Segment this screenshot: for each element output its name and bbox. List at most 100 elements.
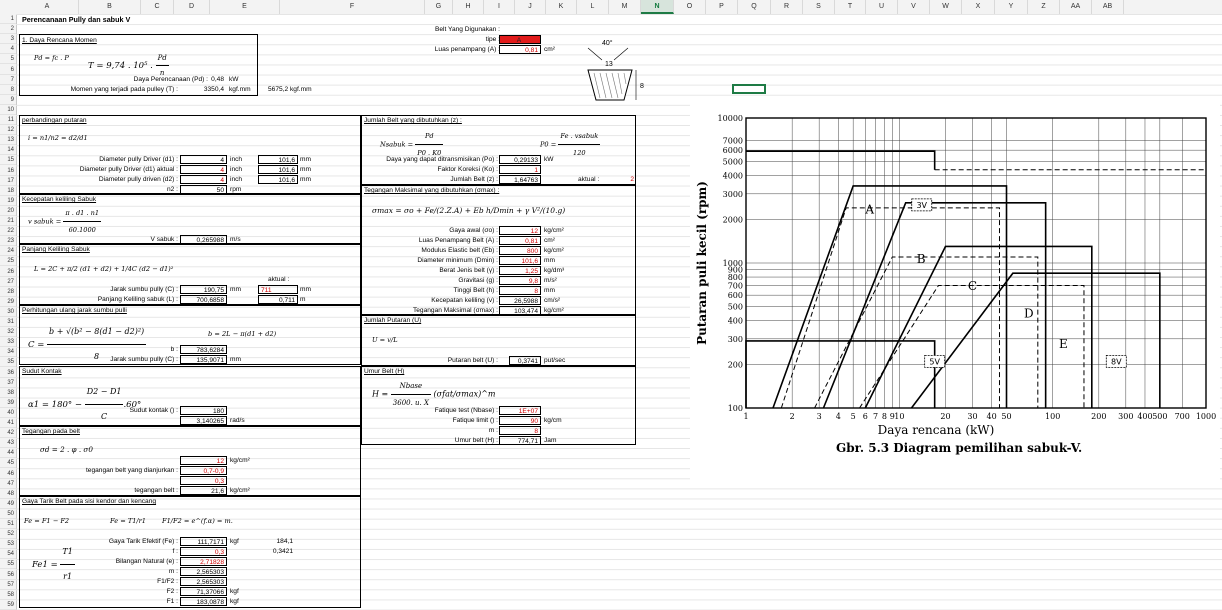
row-header-51[interactable]: 51: [0, 519, 16, 530]
teg-belt-cell[interactable]: 21,6: [180, 486, 227, 495]
row-header-28[interactable]: 28: [0, 287, 16, 297]
row-header-4[interactable]: 4: [0, 44, 16, 55]
row-header-46[interactable]: 46: [0, 469, 16, 479]
sudut-cell[interactable]: 180: [180, 406, 227, 415]
f-extra[interactable]: 0,3421: [272, 548, 293, 555]
row-header-50[interactable]: 50: [0, 509, 16, 519]
b-cell[interactable]: 783,6284: [180, 345, 227, 354]
row-header-39[interactable]: 39: [0, 398, 16, 408]
selected-cell[interactable]: [732, 84, 766, 94]
momen-extra[interactable]: 5675,2 kgf.mm: [268, 86, 312, 93]
panjang-l-aktual-cell[interactable]: 0,711: [258, 295, 298, 304]
jumlah-belt-cell[interactable]: 1,64763: [499, 175, 541, 184]
column-header-aa[interactable]: AA: [1060, 0, 1092, 14]
row-header-45[interactable]: 45: [0, 458, 16, 469]
row-header-8[interactable]: 8: [0, 85, 16, 95]
f1-cell[interactable]: 183,0878: [180, 597, 227, 606]
aktual-belt-value[interactable]: 2: [630, 176, 634, 183]
row-header-22[interactable]: 22: [0, 226, 16, 237]
belt-tipe-cell[interactable]: A: [499, 35, 541, 44]
jarak-c-cell[interactable]: 190,75: [180, 285, 227, 294]
vsabuk-cell[interactable]: 0,265988: [180, 235, 227, 244]
row-header-13[interactable]: 13: [0, 135, 16, 146]
column-header-f[interactable]: F: [280, 0, 425, 14]
d2-mm-cell[interactable]: 101,6: [258, 175, 298, 184]
row-header-20[interactable]: 20: [0, 206, 16, 216]
jarak-c-aktual-cell[interactable]: 711: [258, 285, 298, 294]
column-header-o[interactable]: O: [674, 0, 706, 14]
modulus-cell[interactable]: 800: [499, 246, 541, 255]
row-header-21[interactable]: 21: [0, 216, 16, 227]
ko-cell[interactable]: 1: [499, 165, 541, 174]
row-header-23[interactable]: 23: [0, 236, 16, 247]
luas-penampang-cell[interactable]: 0,81: [499, 236, 541, 245]
row-header-31[interactable]: 31: [0, 317, 16, 328]
belt-luas-cell[interactable]: 0,81: [499, 45, 541, 54]
row-header-7[interactable]: 7: [0, 75, 16, 85]
row-header-48[interactable]: 48: [0, 489, 16, 499]
row-header-2[interactable]: 2: [0, 24, 16, 35]
column-header-q[interactable]: Q: [738, 0, 771, 14]
sudut-rad-cell[interactable]: 3,140265: [180, 416, 227, 425]
row-header-19[interactable]: 19: [0, 196, 16, 206]
fe-cell[interactable]: 111,7171: [180, 537, 227, 546]
fatique-limit-cell[interactable]: 90: [499, 416, 541, 425]
anjuran2-cell[interactable]: 0,3: [180, 476, 227, 485]
row-header-52[interactable]: 52: [0, 529, 16, 540]
column-header-c[interactable]: C: [141, 0, 174, 14]
column-header-e[interactable]: E: [210, 0, 280, 14]
row-header-17[interactable]: 17: [0, 176, 16, 186]
tinggi-belt-cell[interactable]: 8: [499, 286, 541, 295]
row-header-32[interactable]: 32: [0, 327, 16, 338]
d1-mm-cell[interactable]: 101,6: [258, 155, 298, 164]
column-header-j[interactable]: J: [515, 0, 546, 14]
f-cell[interactable]: 0,3: [180, 547, 227, 556]
row-header-10[interactable]: 10: [0, 105, 16, 115]
row-header-49[interactable]: 49: [0, 499, 16, 509]
column-header-n[interactable]: N: [641, 0, 674, 14]
column-header-m[interactable]: M: [609, 0, 641, 14]
column-header-u[interactable]: U: [866, 0, 898, 14]
p0-cell[interactable]: 0,29133: [499, 155, 541, 164]
sd-cell[interactable]: 12: [180, 456, 227, 465]
gravitasi-cell[interactable]: 9,8: [499, 276, 541, 285]
m-exp-cell[interactable]: 8: [499, 426, 541, 435]
row-header-9[interactable]: 9: [0, 95, 16, 105]
row-header-33[interactable]: 33: [0, 337, 16, 348]
d2-cell[interactable]: 4: [180, 175, 227, 184]
row-header-38[interactable]: 38: [0, 388, 16, 398]
m-cell[interactable]: 2,565303: [180, 567, 227, 576]
kecepatan-cell[interactable]: 26,5988: [499, 296, 541, 305]
row-header-42[interactable]: 42: [0, 428, 16, 439]
row-header-43[interactable]: 43: [0, 438, 16, 449]
row-header-59[interactable]: 59: [0, 600, 16, 610]
row-header-27[interactable]: 27: [0, 277, 16, 287]
column-header-h[interactable]: H: [453, 0, 484, 14]
row-header-12[interactable]: 12: [0, 125, 16, 136]
column-header-z[interactable]: Z: [1028, 0, 1060, 14]
row-header-16[interactable]: 16: [0, 166, 16, 176]
gaya-awal-cell[interactable]: 12: [499, 226, 541, 235]
column-header-i[interactable]: I: [484, 0, 515, 14]
row-header-18[interactable]: 18: [0, 186, 16, 196]
column-header-t[interactable]: T: [835, 0, 866, 14]
row-header-40[interactable]: 40: [0, 408, 16, 418]
n2-cell[interactable]: 50: [180, 185, 227, 194]
row-header-26[interactable]: 26: [0, 267, 16, 277]
column-header-k[interactable]: K: [546, 0, 577, 14]
row-header-47[interactable]: 47: [0, 479, 16, 489]
c2-cell[interactable]: 135,9071: [180, 355, 227, 364]
row-header-24[interactable]: 24: [0, 246, 16, 257]
anjuran-cell[interactable]: 0,7-0,9: [180, 466, 227, 475]
column-header-b[interactable]: B: [79, 0, 141, 14]
row-header-58[interactable]: 58: [0, 590, 16, 600]
row-header-34[interactable]: 34: [0, 347, 16, 358]
column-header-p[interactable]: P: [706, 0, 738, 14]
row-header-35[interactable]: 35: [0, 357, 16, 368]
row-header-11[interactable]: 11: [0, 115, 16, 126]
e-cell[interactable]: 2,71828: [180, 557, 227, 566]
d1a-cell[interactable]: 4: [180, 165, 227, 174]
umur-cell[interactable]: 774,71: [499, 436, 541, 445]
d1-cell[interactable]: 4: [180, 155, 227, 164]
fatique-test-cell[interactable]: 1E+07: [499, 406, 541, 415]
